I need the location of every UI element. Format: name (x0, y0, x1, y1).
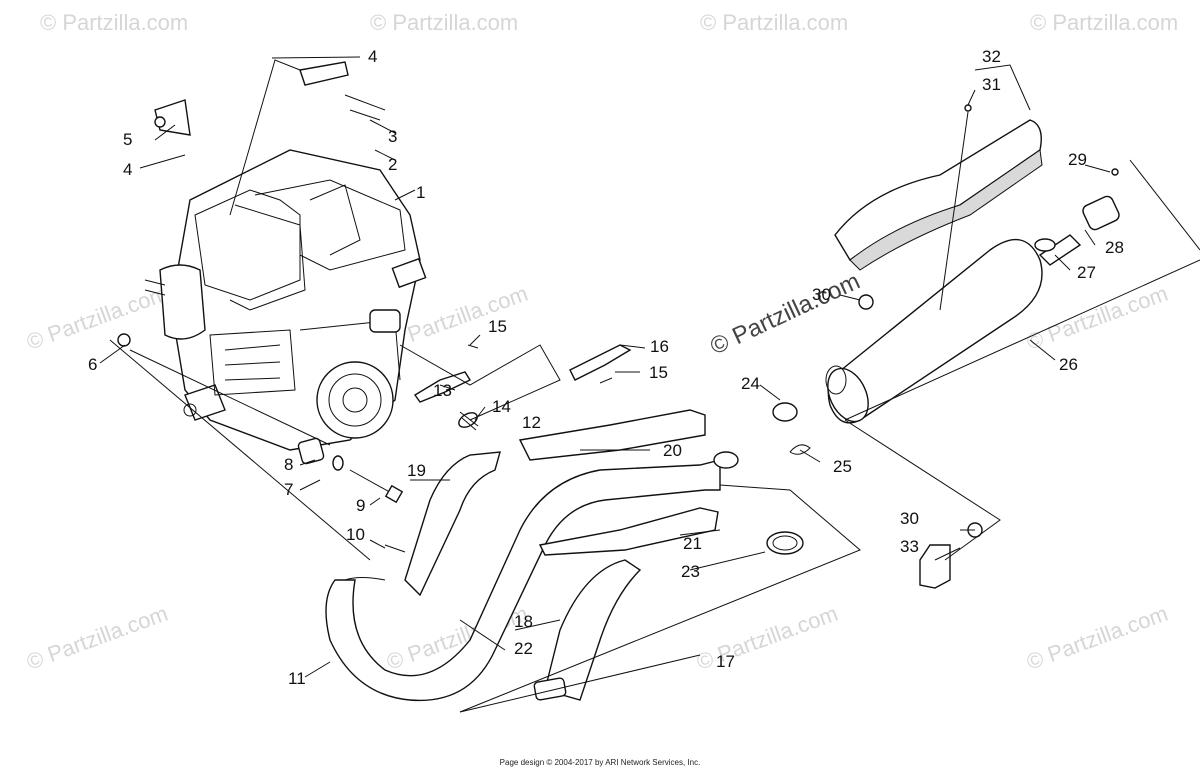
callout-10: 10 (346, 525, 365, 544)
callout-30-lower: 30 (900, 509, 919, 528)
engine-drawing (144, 149, 427, 451)
muffler-drawing (825, 104, 1120, 589)
callout-24: 24 (741, 374, 760, 393)
callout-21: 21 (683, 534, 702, 553)
callout-7: 7 (284, 480, 293, 499)
exhaust-pipe-drawing (325, 402, 811, 702)
callout-8: 8 (284, 455, 293, 474)
callout-17: 17 (716, 652, 735, 671)
watermark: © Partzilla.com (1023, 281, 1171, 355)
watermark-main: © Partzilla.com (706, 268, 864, 361)
callout-32: 32 (982, 47, 1001, 66)
callout-28: 28 (1105, 238, 1124, 257)
watermark: © Partzilla.com (700, 10, 848, 35)
callout-13: 13 (433, 381, 452, 400)
callout-22: 22 (514, 639, 533, 658)
callout-5: 5 (123, 130, 132, 149)
callout-18: 18 (514, 612, 533, 631)
copyright-footer: Page design © 2004-2017 by ARI Network S… (499, 758, 701, 767)
callout-3: 3 (388, 127, 397, 146)
callout-25: 25 (833, 457, 852, 476)
callout-14: 14 (492, 397, 511, 416)
callout-2: 2 (388, 155, 397, 174)
engine-hardware (117, 61, 632, 553)
callout-12: 12 (522, 413, 541, 432)
watermark: © Partzilla.com (1023, 601, 1171, 675)
callout-26: 26 (1059, 355, 1078, 374)
leader-lines (99, 56, 1200, 713)
callout-29: 29 (1068, 150, 1087, 169)
callout-9: 9 (356, 496, 365, 515)
callout-16: 16 (650, 337, 669, 356)
watermark: © Partzilla.com (1030, 10, 1178, 35)
watermark: © Partzilla.com (40, 10, 188, 35)
callout-1: 1 (416, 183, 425, 202)
callout-4-lower: 4 (123, 160, 132, 179)
callout-27: 27 (1077, 263, 1096, 282)
watermark: © Partzilla.com (23, 281, 171, 355)
watermark: © Partzilla.com (23, 601, 171, 675)
callout-11: 11 (288, 669, 306, 688)
callout-33: 33 (900, 537, 919, 556)
callout-19: 19 (407, 461, 426, 480)
callout-15-upper: 15 (488, 317, 507, 336)
callout-20: 20 (663, 441, 682, 460)
watermark: © Partzilla.com (370, 10, 518, 35)
callout-15-lower: 15 (649, 363, 668, 382)
callout-23: 23 (681, 562, 700, 581)
callout-4-upper: 4 (368, 47, 377, 66)
callout-labels: 4 3 2 1 5 4 6 8 7 9 10 11 12 13 14 15 15… (88, 47, 1124, 688)
callout-6: 6 (88, 355, 97, 374)
callout-31: 31 (982, 75, 1001, 94)
callout-30-upper: 30 (812, 285, 831, 304)
